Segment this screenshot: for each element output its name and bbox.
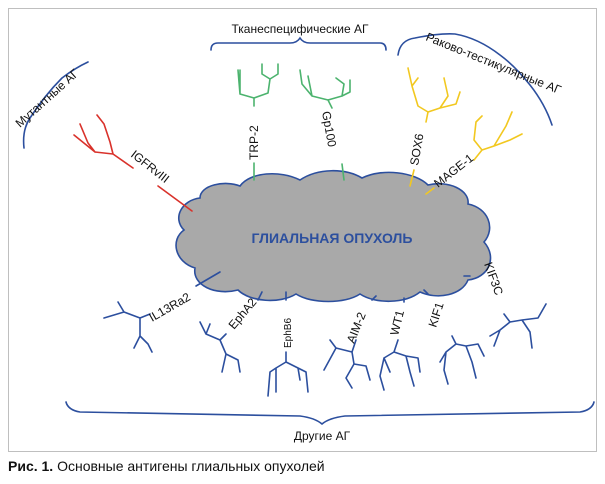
bracket-mutant [22, 61, 89, 149]
tumor-label: ГЛИАЛЬНАЯ ОПУХОЛЬ [252, 230, 413, 246]
caption-prefix: Рис. 1. [8, 458, 54, 474]
group-label-tissue: Тканеспецифические АГ [231, 22, 369, 36]
antigen-label-gp100: Gp100 [319, 110, 339, 148]
antigen-gp100 [299, 69, 351, 181]
antigen-label-aim2: AIM-2 [344, 310, 369, 345]
figure-caption: Рис. 1. Основные антигены глиальных опух… [8, 458, 325, 474]
antigen-label-wt1: WT1 [387, 308, 407, 336]
bracket-cancer-testis [397, 33, 553, 126]
antigen-label-sox6: SOX6 [407, 132, 426, 166]
antigen-aim2 [323, 295, 377, 389]
antigen-label-trp2: TRP-2 [247, 125, 261, 160]
antigen-trp2 [237, 63, 279, 181]
antigen-igfrviii [73, 114, 193, 212]
antigen-label-igfrviii: IGFRvIII [128, 147, 172, 186]
antigen-il13ra2 [103, 271, 221, 353]
figure-frame [8, 8, 597, 452]
bracket-tissue [210, 36, 387, 51]
group-label-other: Другие АГ [294, 429, 351, 443]
antigen-ephb6 [267, 291, 309, 397]
caption-text: Основные антигены глиальных опухолей [53, 458, 325, 474]
antigen-epha2 [199, 291, 263, 373]
group-label-mutant: Мутантные АГ [13, 66, 82, 130]
tumor-cloud [175, 169, 492, 303]
antigen-kif1 [423, 289, 485, 385]
antigen-label-mage1: MAGE-1 [431, 151, 476, 191]
antigen-label-kif1: KIF1 [426, 300, 447, 329]
antigen-sox6 [407, 67, 461, 187]
group-label-cancer-testis: Раково-тестикулярные АГ [424, 30, 564, 97]
antigen-label-epha2: EphA2 [226, 295, 260, 332]
antigen-label-il13ra2: IL13Ra2 [147, 290, 194, 325]
antigen-mage1 [425, 111, 523, 195]
antigen-kif3c [463, 275, 547, 349]
antigen-label-ephb6: EphB6 [283, 318, 294, 348]
antigen-wt1 [379, 297, 421, 391]
bracket-other [65, 401, 595, 426]
antigen-label-kif3c: KIF3C [481, 260, 506, 297]
